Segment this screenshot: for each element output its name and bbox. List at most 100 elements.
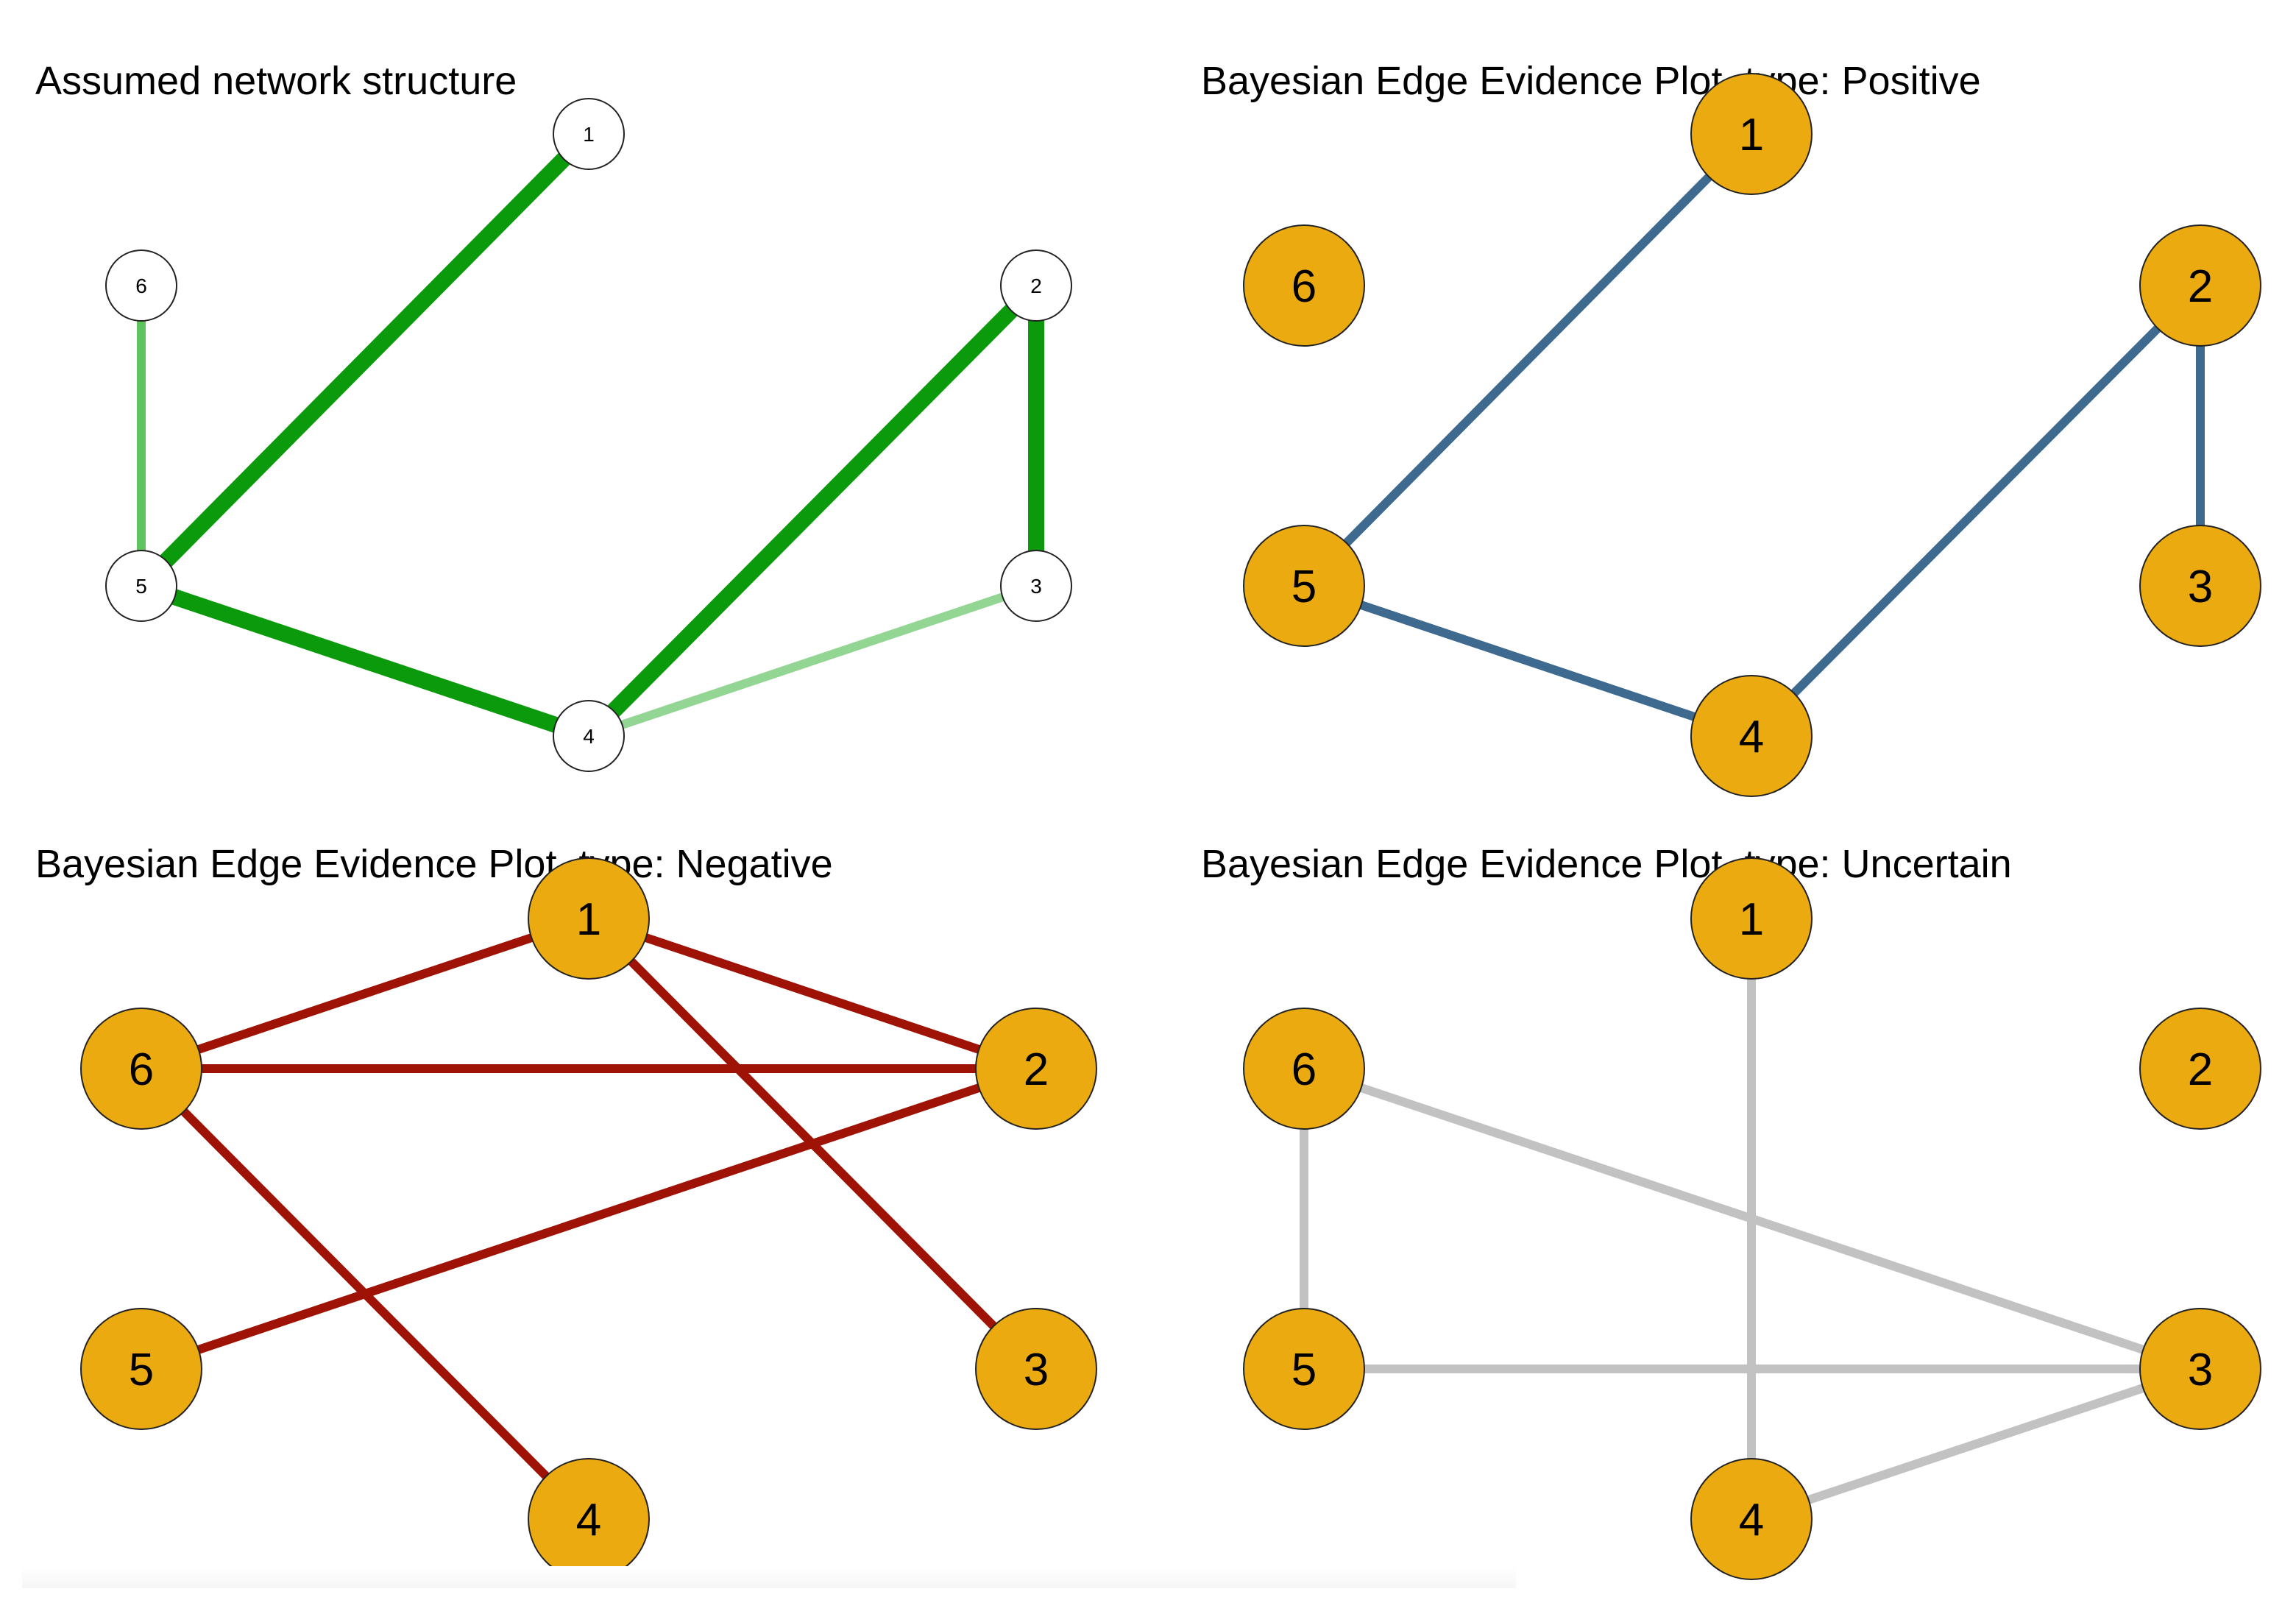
node-label: 3: [1030, 575, 1042, 598]
node-1: 1: [528, 857, 650, 980]
node-label: 4: [1739, 1495, 1764, 1546]
node-circle: [975, 1008, 1097, 1130]
node-circle: [1690, 857, 1813, 980]
edge-6-1: [140, 914, 590, 1073]
node-label: 5: [129, 1345, 154, 1395]
node-label: 3: [2188, 562, 2213, 612]
edge-4-2: [1748, 282, 2204, 740]
panel-title-structure: Assumed network structure: [35, 59, 517, 103]
panel-title-uncertain: Bayesian Edge Evidence Plot, type: Uncer…: [1201, 842, 2012, 886]
node-4: 4: [1690, 1458, 1813, 1580]
nodes-uncertain: 1 2 3 4 5 6: [1243, 857, 2261, 1580]
node-label: 1: [576, 894, 601, 945]
node-6: 6: [80, 1008, 202, 1130]
node-label: 3: [1024, 1345, 1049, 1395]
edge-4-2: [583, 280, 1042, 742]
node-label: 2: [1024, 1044, 1049, 1095]
node-circle: [2139, 1008, 2261, 1130]
node-6: 6: [1243, 224, 1365, 347]
edge-4-3: [587, 581, 1038, 740]
node-label: 6: [135, 275, 147, 297]
edge-5-4: [1303, 581, 1753, 740]
node-circle: [1000, 249, 1072, 322]
edge-1-2: [587, 914, 1038, 1073]
node-3: 3: [975, 1308, 1097, 1430]
node-5: 5: [1243, 1308, 1365, 1430]
node-circle: [80, 1308, 202, 1430]
node-circle: [2139, 224, 2261, 347]
nodes-negative: 1 2 3 4 5 6: [80, 857, 1097, 1580]
edges-structure: [135, 128, 1044, 744]
panel-structure: Assumed network structure 1 2 3 4 5 6: [35, 59, 1072, 772]
node-1: 1: [553, 98, 625, 170]
node-5: 5: [80, 1308, 202, 1430]
node-6: 6: [105, 249, 177, 322]
panel-title-positive: Bayesian Edge Evidence Plot, type: Posit…: [1201, 59, 1981, 103]
edge-1-5: [135, 128, 595, 592]
node-label: 6: [1292, 261, 1317, 312]
edges-negative: [138, 914, 1040, 1523]
node-label: 6: [129, 1044, 154, 1095]
node-label: 6: [1292, 1044, 1317, 1095]
node-circle: [1243, 1308, 1365, 1430]
node-3: 3: [1000, 550, 1072, 622]
node-circle: [1690, 73, 1813, 195]
node-label: 1: [1739, 894, 1764, 945]
node-circle: [1243, 525, 1365, 647]
node-circle: [553, 98, 625, 170]
node-4: 4: [528, 1458, 650, 1580]
bottom-edge-shadow: [22, 1566, 1516, 1588]
edge-4-3: [1750, 1365, 2202, 1523]
node-2: 2: [975, 1008, 1097, 1130]
node-6: 6: [1243, 1008, 1365, 1130]
node-label: 5: [1292, 562, 1317, 612]
node-circle: [553, 700, 625, 772]
node-5: 5: [105, 550, 177, 622]
node-1: 1: [1690, 857, 1813, 980]
node-3: 3: [2139, 525, 2261, 647]
panel-uncertain: Bayesian Edge Evidence Plot, type: Uncer…: [1201, 842, 2261, 1580]
node-circle: [1243, 1008, 1365, 1130]
node-label: 4: [583, 725, 595, 748]
node-label: 4: [1739, 712, 1764, 762]
node-circle: [80, 1008, 202, 1130]
node-label: 1: [1739, 110, 1764, 160]
node-circle: [1243, 224, 1365, 347]
node-label: 1: [583, 123, 595, 146]
node-label: 2: [1030, 275, 1042, 297]
nodes-structure: 1 2 3 4 5 6: [105, 98, 1072, 772]
edge-5-4: [138, 578, 592, 744]
node-circle: [2139, 525, 2261, 647]
edge-6-3: [1303, 1064, 2202, 1373]
node-circle: [105, 249, 177, 322]
node-4: 4: [553, 700, 625, 772]
node-circle: [528, 857, 650, 980]
panel-title-negative: Bayesian Edge Evidence Plot, type: Negat…: [35, 842, 833, 886]
node-5: 5: [1243, 525, 1365, 647]
node-label: 2: [2188, 1044, 2213, 1095]
node-circle: [1690, 1458, 1813, 1580]
nodes-positive: 1 2 3 4 5 6: [1243, 73, 2261, 797]
node-2: 2: [2139, 1008, 2261, 1130]
node-circle: [1000, 550, 1072, 622]
edge-1-5: [1300, 130, 1755, 590]
node-label: 4: [576, 1495, 601, 1546]
panel-positive: Bayesian Edge Evidence Plot, type: Posit…: [1201, 59, 2261, 797]
node-label: 5: [1292, 1345, 1317, 1395]
node-1: 1: [1690, 73, 1813, 195]
node-label: 3: [2188, 1345, 2213, 1395]
node-4: 4: [1690, 675, 1813, 797]
node-3: 3: [2139, 1308, 2261, 1430]
node-2: 2: [2139, 224, 2261, 347]
panel-negative: Bayesian Edge Evidence Plot, type: Negat…: [35, 842, 1097, 1580]
edge-5-2: [140, 1064, 1038, 1373]
node-label: 2: [2188, 261, 2213, 312]
node-2: 2: [1000, 249, 1072, 322]
node-label: 5: [135, 575, 147, 598]
node-circle: [1690, 675, 1813, 797]
node-circle: [2139, 1308, 2261, 1430]
node-circle: [975, 1308, 1097, 1430]
node-circle: [105, 550, 177, 622]
